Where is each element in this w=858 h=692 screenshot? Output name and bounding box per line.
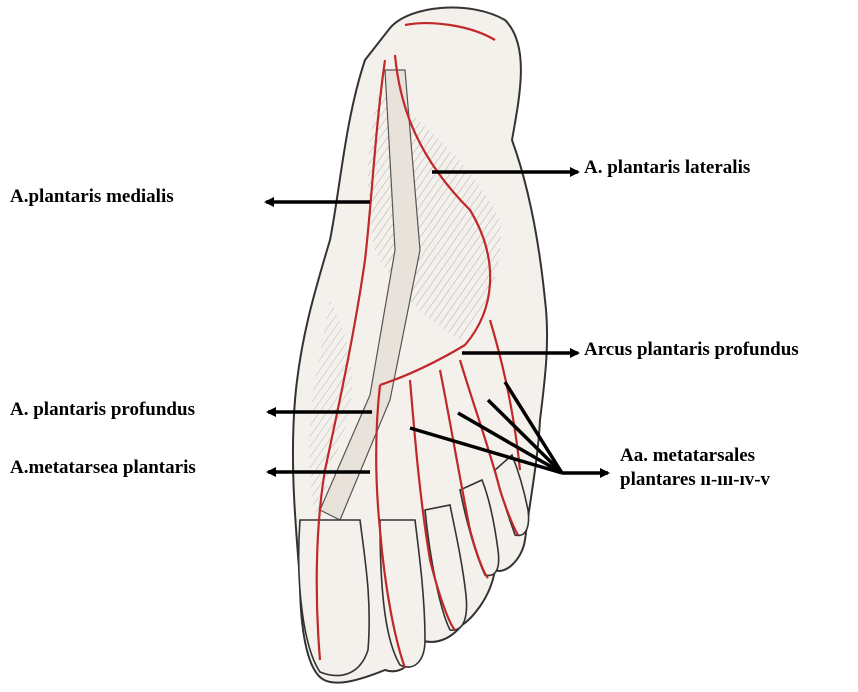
label-a-plantaris-medialis: A.plantaris medialis xyxy=(10,185,174,209)
label-a-plantaris-profundus: A. plantaris profundus xyxy=(10,398,195,422)
label-a-metatarsea-plantaris: A.metatarsea plantaris xyxy=(10,456,196,480)
label-a-plantaris-lateralis: A. plantaris lateralis xyxy=(584,156,750,180)
label-aa-line2: plantares ıı-ııı-ıv-v xyxy=(620,468,770,492)
label-aa-line1: Aa. metatarsales xyxy=(620,444,770,468)
label-aa-metatarsales-plantares: Aa. metatarsales plantares ıı-ııı-ıv-v xyxy=(620,444,770,492)
label-arcus-plantaris-profundus: Arcus plantaris profundus xyxy=(584,338,799,362)
